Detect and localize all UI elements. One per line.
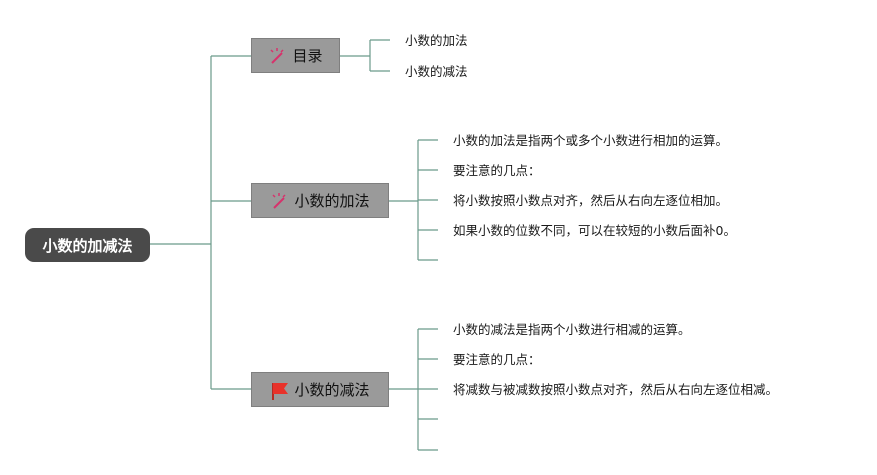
leaf-item[interactable]: 要注意的几点：	[453, 163, 541, 178]
leaf-item[interactable]: 小数的加法是指两个或多个小数进行相加的运算。	[453, 133, 729, 148]
root-node[interactable]: 小数的加减法	[25, 228, 150, 262]
leaf-item[interactable]: 小数的减法	[405, 64, 468, 79]
root-label: 小数的加减法	[42, 236, 133, 255]
leaf-item[interactable]: 小数的减法是指两个小数进行相减的运算。	[453, 322, 691, 337]
topic-contents[interactable]: 目录	[251, 38, 340, 73]
leaf-item[interactable]: 将小数按照小数点对齐，然后从右向左逐位相加。	[453, 193, 729, 208]
topic-label: 小数的减法	[294, 381, 370, 399]
topic-subtraction[interactable]: 小数的减法	[251, 372, 389, 407]
topic-label: 小数的加法	[294, 192, 370, 210]
leaf-item[interactable]: 将减数与被减数按照小数点对齐，然后从右向左逐位相减。	[453, 382, 779, 397]
leaf-item[interactable]: 要注意的几点：	[453, 352, 541, 367]
leaf-item[interactable]: 如果小数的位数不同，可以在较短的小数后面补0。	[453, 223, 736, 238]
topic-label: 目录	[292, 47, 323, 65]
magic-wand-icon	[270, 192, 288, 210]
topic-addition[interactable]: 小数的加法	[251, 183, 389, 218]
leaf-item[interactable]: 小数的加法	[405, 33, 468, 48]
red-flag-icon	[270, 381, 289, 400]
magic-wand-icon	[268, 47, 286, 65]
